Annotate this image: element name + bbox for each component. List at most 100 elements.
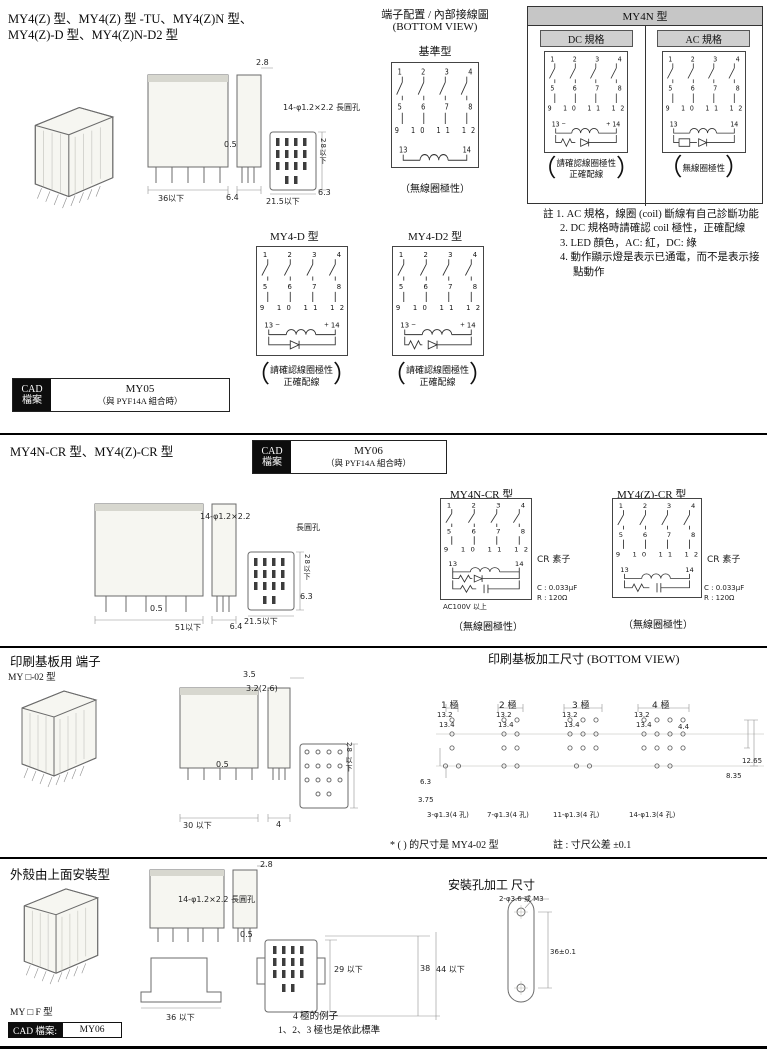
terminal-diagram-my4d2: 1 2 3 4 5 6 7 8 9 10 11 12 13 14 − + [392,246,484,356]
cr-element-label: CR 素子 [537,555,571,565]
dim-8-35: 8.35 [726,772,742,780]
dim-6-3: 6.3 [300,592,313,601]
my4n-notes: 註 1. AC 規格，線圈 (coil) 斷線有自己診斷功能 2. DC 規格時… [543,208,767,280]
dimension-drawing-s4 [140,865,440,1020]
dim-12-65: 12.65 [742,757,763,765]
caption-text: 正確配線 [283,377,320,388]
caption-text: 正確配線 [569,169,604,180]
cad-file-note: （與 PYF14A 組合時） [97,396,183,406]
section3-model: MY □-02 型 [8,673,56,683]
pin-row-mid: 5 6 7 8 [263,283,341,291]
hole-count-4: 14-φ1.3(4 孔) [629,811,676,819]
ac-spec-header: AC 規格 [657,30,751,47]
pin-14: 14 [463,145,472,155]
dim-3-75: 3.75 [418,796,434,804]
my4d-polarity-caption: （ 請確認線圈極性正確配線 ） [246,364,357,388]
caption-text: 無線圈極性 [682,163,725,174]
pin-row-top: 1 2 3 4 [399,251,478,259]
bottom-view-header: (BOTTOM VIEW) [392,21,478,33]
dim-4-4: 4.4 [678,723,690,731]
terminal-config-header: 端子配置 / 內部接線圖 [381,9,489,21]
dim-38: 38 [420,964,431,973]
pin-14: 14 [613,120,621,128]
dimension-drawing-s1 [147,67,326,195]
section4-title: 外殼由上面安裝型 [10,868,111,882]
pin-row-bottom: 9 10 11 12 [396,304,480,312]
contact-schematic [617,510,690,593]
relay-isometric-drawing-1 [34,106,115,209]
section-divider-3 [0,857,767,859]
section-divider-1 [0,433,767,435]
footprint-slots [276,138,307,184]
pin-14: 14 [331,321,340,329]
pole-2-holes [501,717,520,769]
paren-open: （ [246,362,270,389]
pin-row-top: 1 2 3 4 [668,55,739,63]
pin-13: 13 [400,321,409,329]
pcb-hole-pattern-drawing [436,704,764,778]
polarity-minus: − [411,321,416,328]
pin-13: 13 [620,566,629,574]
terminal-diagram-my4n-dc: 1 2 3 4 5 6 7 8 9 10 11 12 13 14 − + [544,51,629,153]
note-2: 2. DC 規格時請確認 coil 極性，正確配線 [560,223,746,235]
dim-6-4: 6.4 [226,193,239,202]
section-divider-4 [0,1046,767,1049]
pin-14: 14 [515,560,524,567]
relay-isometric-drawing-3 [21,690,98,788]
section2-title: MY4N-CR 型、MY4(Z)-CR 型 [10,445,174,459]
caption-text: 請確認線圈極性 [406,365,470,375]
dim-28-under: 28以下 [319,138,327,165]
cr-c-value: C : 0.033μF [537,584,578,592]
cad-tag: CAD 檔案 [13,379,51,411]
pin-row-mid: 5 6 7 8 [398,102,473,112]
dim-hole-2: 長圓孔 [296,523,320,532]
my4d2-title: MY4-D2 型 [408,231,463,243]
caption-text: 請確認線圈極性 [270,365,334,375]
dim-0-5: 0.5 [224,140,237,149]
my4n-panel: MY4N 型 DC 規格 1 2 3 4 5 6 7 8 9 10 11 12 … [527,6,763,206]
cad-tag-line1: CAD [261,445,283,457]
pole-3-label: 3 極 [572,701,590,711]
polarity-minus: − [275,321,280,328]
paren-close: ） [469,362,494,389]
polarity-plus: + [460,321,465,328]
basic-no-polarity-caption: （無線圈極性） [400,184,470,195]
pin-13: 13 [448,560,457,567]
pin-row-top: 1 2 3 4 [447,502,525,509]
paren-open: （ [658,155,683,181]
dim-21-5: 21.5以下 [244,617,278,626]
hole-count-2: 7-φ1.3(4 孔) [487,811,529,819]
dimension-drawing-s2 [94,503,304,624]
paren-close: ） [333,362,358,389]
contact-schematic [445,509,520,594]
pin-13: 13 [399,145,408,155]
dim-44: 44 以下 [436,965,465,974]
dim-13-4: 13.4 [439,721,455,729]
dc-polarity-caption: （ 請確認線圈極性正確配線 ） [532,155,640,182]
paren-close: ） [616,155,640,182]
my4n-ac-column: AC 規格 1 2 3 4 5 6 7 8 9 10 11 12 13 14 （… [646,26,763,206]
pin-14: 14 [685,566,694,574]
dim-hole-label: 14-φ1.2×2.2 長圓孔 [283,103,361,112]
note-5: 點動作 [573,266,605,278]
dim-21-5: 21.5以下 [266,197,300,206]
polarity-plus: + [606,121,611,127]
section1-title-line1: MY4(Z) 型、MY4(Z) 型 -TU、MY4(Z)N 型、 [8,12,253,26]
pin-row-bottom: 9 10 11 12 [260,304,344,312]
polarity-plus: + [324,321,329,328]
dc-spec-header: DC 規格 [539,30,633,47]
cr-c-value: C : 0.033μF [704,584,745,592]
paren-close: ） [725,155,749,181]
mounting-hole-title: 安裝孔加工 尺寸 [448,878,536,892]
pin-row-mid: 5 6 7 8 [668,85,739,93]
pcb-note-1: * ( ) 的尺寸是 MY4-02 型 [390,840,499,851]
pin-14: 14 [730,120,738,128]
dim-6-3: 6.3 [420,778,432,786]
dim-2-8: 2.8 [260,860,273,869]
cad-file-name: MY06 [354,445,383,457]
dimension-drawing-s3 [179,677,358,822]
cad-tag: CAD 檔案: [8,1022,63,1038]
polarity-minus: − [562,121,567,127]
my4n-columns: DC 規格 1 2 3 4 5 6 7 8 9 10 11 12 13 14 −… [528,26,762,206]
pole-1-holes [442,717,461,769]
